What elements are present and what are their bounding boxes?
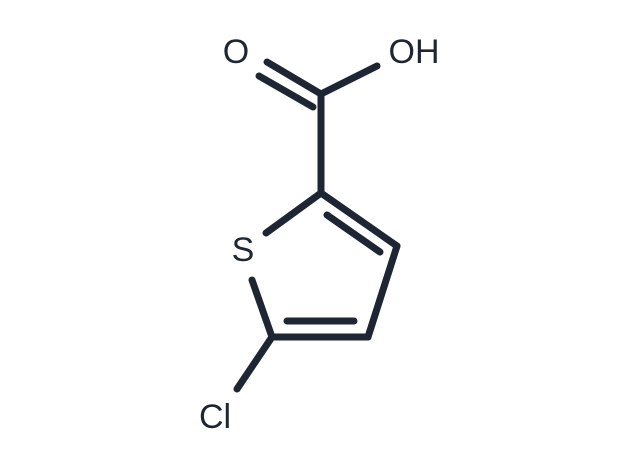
atom-sulfur-label: S (232, 231, 255, 269)
bond-carbonyl-outer (255, 72, 317, 111)
bond-carbonyl-inner (263, 58, 325, 98)
atom-chlorine-label: Cl (199, 398, 231, 436)
bond-c2-c3-inner (323, 211, 384, 256)
bond-s-c2 (262, 189, 325, 237)
bond-c5-s (248, 276, 276, 341)
bond-c2-c3 (317, 189, 401, 250)
bond-c-oh (317, 62, 381, 98)
atom-oxygen-label: O (223, 33, 249, 71)
atom-hydroxyl-label: OH (389, 33, 440, 71)
bond-c3-c4 (364, 242, 401, 341)
bond-c5-cl (233, 333, 276, 393)
